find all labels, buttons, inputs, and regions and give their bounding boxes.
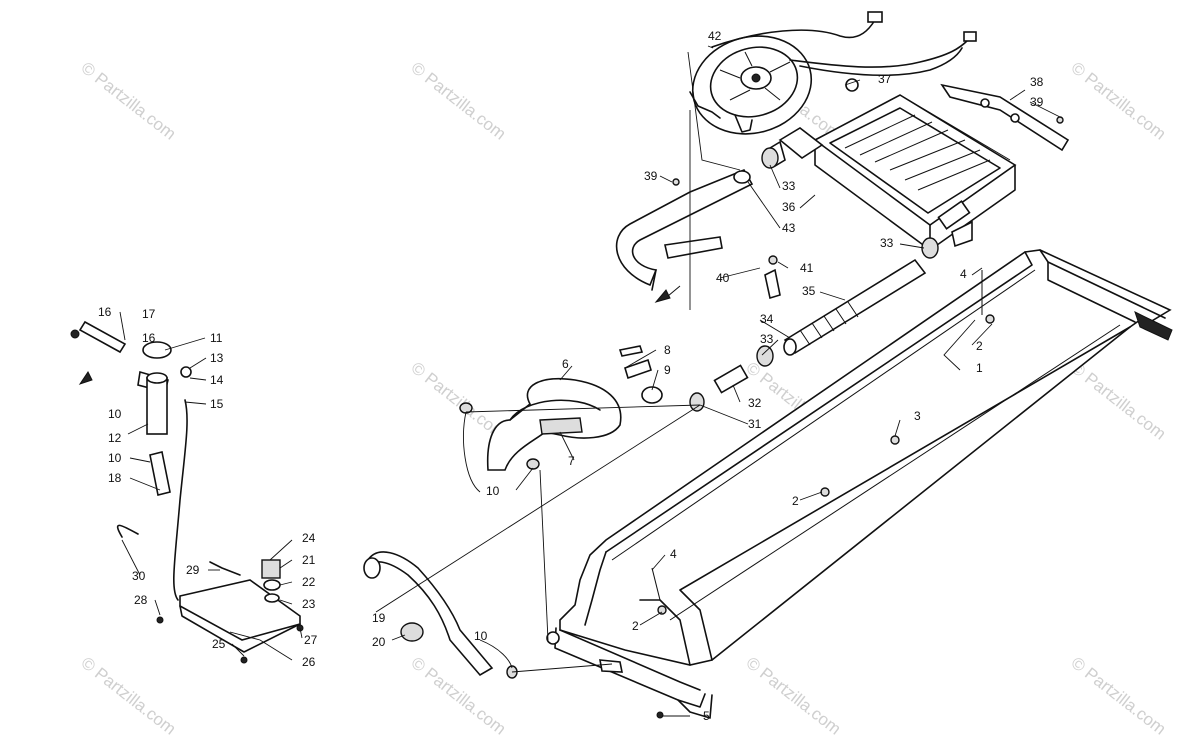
callout-label: 12 xyxy=(108,431,122,445)
curved-hose-part xyxy=(459,358,663,471)
watermark-text: © Partzilla.com xyxy=(408,58,510,144)
direction-arrow-icon xyxy=(78,285,681,385)
watermark-text: © Partzilla.com xyxy=(78,58,180,144)
callout-label: 6 xyxy=(562,357,569,371)
callout-label: 30 xyxy=(132,569,146,583)
callout-label: 34 xyxy=(760,312,774,326)
watermark-text: © Partzilla.com xyxy=(1068,358,1170,444)
callout-label: 10 xyxy=(486,484,500,498)
callout-label: 35 xyxy=(802,284,816,298)
callout-label: 22 xyxy=(302,575,316,589)
callout-label: 19 xyxy=(372,611,386,625)
reservoir-assembly-part xyxy=(70,320,304,664)
callout-label: 25 xyxy=(212,637,226,651)
callout-label: 39 xyxy=(1030,95,1044,109)
cooling-fan-part xyxy=(689,11,977,135)
callout-label: 31 xyxy=(748,417,762,431)
callout-label: 11 xyxy=(210,331,223,345)
callout-label: 10 xyxy=(108,407,122,421)
callout-label: 18 xyxy=(108,471,122,485)
callout-label: 2 xyxy=(976,339,983,353)
leader-lines xyxy=(119,45,1063,717)
callout-label: 38 xyxy=(1030,75,1044,89)
callout-label: 9 xyxy=(664,363,671,377)
callout-label: 42 xyxy=(708,29,722,43)
callout-label: 39 xyxy=(644,169,658,183)
callout-label: 20 xyxy=(372,635,386,649)
callout-label: 4 xyxy=(960,267,967,281)
callout-label: 41 xyxy=(800,261,814,275)
callout-label: 2 xyxy=(792,494,799,508)
callout-label: 37 xyxy=(878,72,892,86)
callout-label: 24 xyxy=(302,531,316,545)
callout-label: 7 xyxy=(568,454,575,468)
callout-labels: 1 2 2 2 3 4 4 5 6 7 8 9 10 10 10 10 11 1… xyxy=(98,29,1044,723)
callout-label: 23 xyxy=(302,597,316,611)
callout-label: 29 xyxy=(186,563,200,577)
callout-label: 10 xyxy=(474,629,488,643)
coolant-tube-part xyxy=(783,258,927,356)
callout-label: 15 xyxy=(210,397,224,411)
watermark-text: © Partzilla.com xyxy=(1068,58,1170,144)
callout-label: 17 xyxy=(142,307,156,321)
callout-label: 14 xyxy=(210,373,224,387)
callout-label: 10 xyxy=(108,451,122,465)
callout-label: 3 xyxy=(914,409,921,423)
watermark-text: © Partzilla.com xyxy=(1068,653,1170,739)
watermark-text: © Partzilla.com xyxy=(408,653,510,739)
callout-label: 1 xyxy=(976,361,983,375)
callout-label: 32 xyxy=(748,396,762,410)
callout-label: 43 xyxy=(782,221,796,235)
callout-label: 16 xyxy=(98,305,112,319)
callout-label: 4 xyxy=(670,547,677,561)
callout-label: 21 xyxy=(302,553,316,567)
tunnel-frame-part xyxy=(546,249,1173,719)
callout-label: 36 xyxy=(782,200,796,214)
callout-label: 13 xyxy=(210,351,224,365)
callout-label: 26 xyxy=(302,655,316,669)
watermark-text: © Partzilla.com xyxy=(743,653,845,739)
hose-clamp-part xyxy=(756,147,939,367)
callout-label: 33 xyxy=(880,236,894,250)
callout-label: 5 xyxy=(703,709,710,723)
callout-label: 33 xyxy=(782,179,796,193)
callout-label: 8 xyxy=(664,343,671,357)
callout-label: 33 xyxy=(760,332,774,346)
fitting-part xyxy=(689,364,749,412)
callout-label: 40 xyxy=(716,271,730,285)
watermark-text: © Partzilla.com xyxy=(78,653,180,739)
radiator-part xyxy=(778,94,1017,251)
callout-label: 2 xyxy=(632,619,639,633)
callout-label: 27 xyxy=(304,633,318,647)
callout-label: 28 xyxy=(134,593,148,607)
radiator-bracket-part xyxy=(940,83,1070,152)
callout-label: 16 xyxy=(142,331,156,345)
